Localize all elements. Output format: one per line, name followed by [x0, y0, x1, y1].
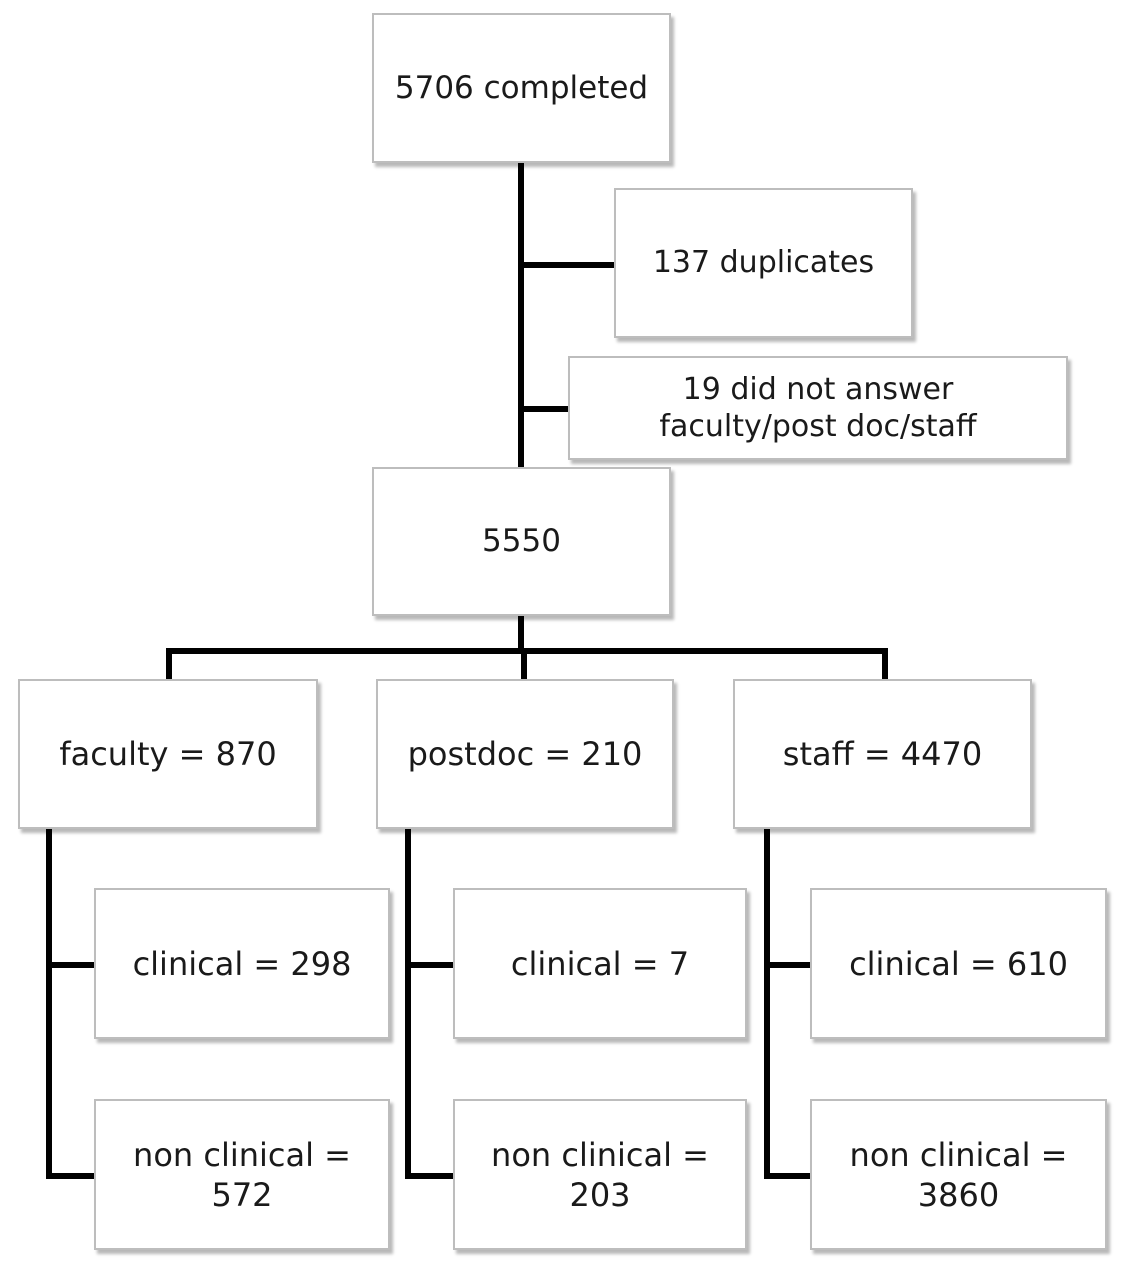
postdoc-subtree-connector: [405, 829, 411, 1179]
postdoc-box: postdoc = 210: [376, 679, 674, 829]
faculty-label: faculty = 870: [59, 735, 277, 773]
duplicates-branch-connector: [518, 262, 614, 268]
groups-horizontal-connector: [166, 648, 888, 654]
faculty-clinical-connector: [46, 962, 94, 968]
postdoc-label: postdoc = 210: [407, 735, 643, 773]
staff-clinical-box: clinical = 610: [810, 888, 1107, 1039]
staff-box: staff = 4470: [733, 679, 1032, 829]
postdoc-clinical-connector: [405, 962, 453, 968]
total-down-connector: [518, 616, 524, 654]
staff-nonclinical-connector: [764, 1173, 810, 1179]
total-box: 5550: [372, 467, 671, 616]
postdoc-nonclinical-label: non clinical = 203: [491, 1135, 709, 1214]
faculty-subtree-connector: [46, 829, 52, 1179]
no-answer-label: 19 did not answer faculty/post doc/staff: [659, 371, 977, 445]
completed-label: 5706 completed: [394, 69, 649, 106]
completed-box: 5706 completed: [372, 13, 671, 163]
staff-drop-connector: [882, 648, 888, 679]
postdoc-nonclinical-connector: [405, 1173, 453, 1179]
staff-clinical-connector: [764, 962, 810, 968]
postdoc-clinical-box: clinical = 7: [453, 888, 747, 1039]
faculty-clinical-label: clinical = 298: [132, 944, 352, 983]
staff-subtree-connector: [764, 829, 770, 1179]
total-label: 5550: [482, 523, 561, 560]
faculty-nonclinical-connector: [46, 1173, 94, 1179]
staff-nonclinical-box: non clinical = 3860: [810, 1099, 1107, 1250]
faculty-nonclinical-label: non clinical = 572: [133, 1135, 351, 1214]
postdoc-drop-connector: [521, 648, 527, 679]
postdoc-nonclinical-box: non clinical = 203: [453, 1099, 747, 1250]
trunk-top-connector: [518, 163, 524, 467]
faculty-clinical-box: clinical = 298: [94, 888, 390, 1039]
faculty-box: faculty = 870: [18, 679, 318, 829]
staff-nonclinical-label: non clinical = 3860: [849, 1135, 1068, 1214]
faculty-drop-connector: [166, 648, 172, 679]
no-answer-box: 19 did not answer faculty/post doc/staff: [568, 356, 1068, 460]
duplicates-box: 137 duplicates: [614, 188, 913, 338]
faculty-nonclinical-box: non clinical = 572: [94, 1099, 390, 1250]
no-answer-branch-connector: [518, 406, 568, 412]
staff-clinical-label: clinical = 610: [849, 944, 1068, 983]
duplicates-label: 137 duplicates: [652, 245, 875, 281]
staff-label: staff = 4470: [782, 735, 983, 773]
postdoc-clinical-label: clinical = 7: [510, 944, 690, 983]
